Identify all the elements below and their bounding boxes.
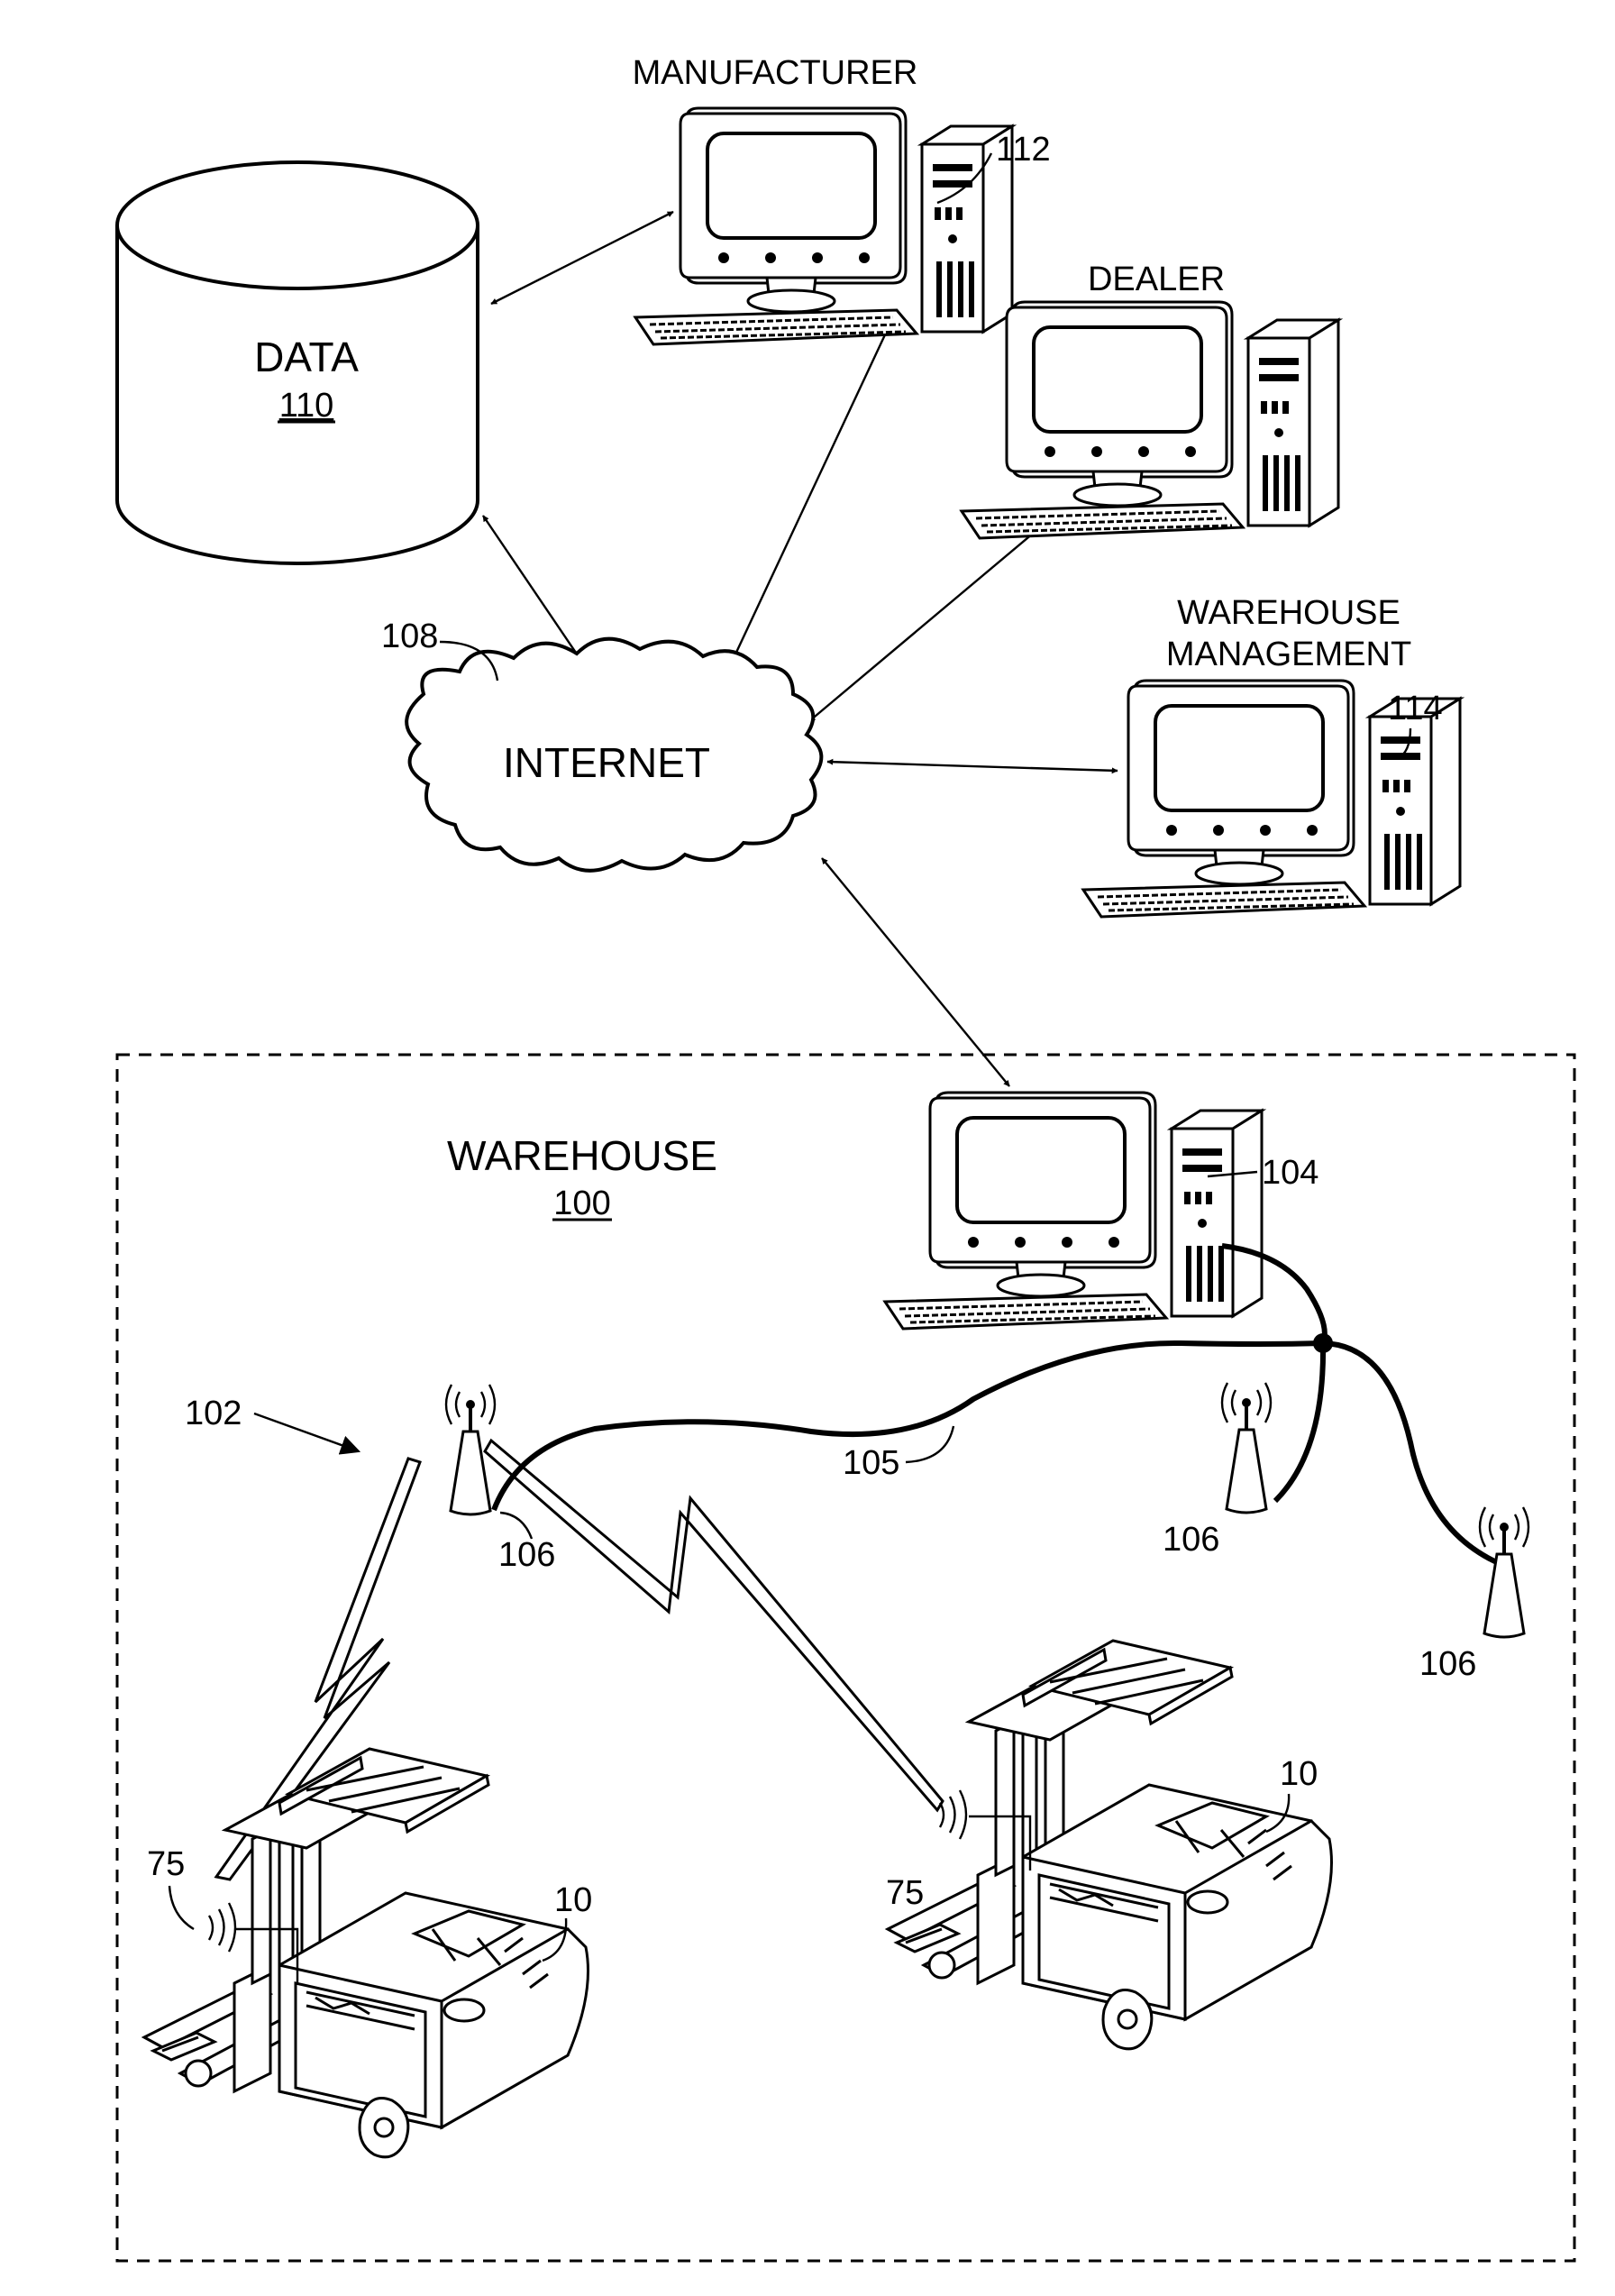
network-cable <box>494 1343 1323 1510</box>
warehouse-ref: 100 <box>553 1185 610 1222</box>
dealer-label: DEALER <box>1088 261 1225 298</box>
manufacturer-label: MANUFACTURER <box>633 54 918 92</box>
dealer-computer-icon <box>962 302 1338 538</box>
link-manufacturer-internet <box>721 316 894 685</box>
access-point-antenna-icon <box>1480 1507 1528 1637</box>
warehouse-management-label-line2: MANAGEMENT <box>1166 636 1411 673</box>
manufacturer-ref: 112 <box>996 131 1051 169</box>
cable-ref: 105 <box>843 1444 899 1482</box>
local-computer-icon <box>885 1093 1262 1329</box>
forklift-truck-icon <box>144 1749 589 2157</box>
access-point-ref-1: 106 <box>498 1536 555 1574</box>
data-label: DATA <box>254 334 359 380</box>
forklift-truck-icon <box>888 1641 1332 2049</box>
link-dealer-internet <box>809 509 1062 721</box>
radio-signal-icon <box>209 1903 235 1952</box>
access-point-antenna-icon <box>1222 1383 1271 1513</box>
wireless-network-ref: 102 <box>185 1395 242 1432</box>
link-internet-warehouse <box>822 858 1009 1086</box>
truck-ref-1: 10 <box>554 1881 592 1919</box>
truck-comm-ref-2: 75 <box>886 1874 924 1912</box>
lightning-link-icon <box>485 1441 943 1810</box>
manufacturer-computer-icon <box>635 108 1012 344</box>
internet-label: INTERNET <box>503 739 710 786</box>
link-data-manufacturer <box>491 212 673 304</box>
radio-signal-icon <box>940 1790 966 1839</box>
internet-ref: 108 <box>381 617 438 655</box>
data-ref: 110 <box>279 387 334 425</box>
wireless-network-arrow <box>254 1413 359 1451</box>
access-point-ref-3: 106 <box>1419 1645 1476 1683</box>
access-point-ref-2: 106 <box>1163 1521 1219 1559</box>
link-warehouse-management-internet <box>827 762 1118 771</box>
warehouse-management-label-line1: WAREHOUSE <box>1177 594 1401 632</box>
warehouse-label: WAREHOUSE <box>447 1132 717 1179</box>
truck-ref-2: 10 <box>1280 1755 1318 1793</box>
truck-comm-ref-1: 75 <box>147 1845 185 1883</box>
warehouse-management-ref: 114 <box>1388 690 1443 727</box>
local-computer-ref: 104 <box>1262 1154 1318 1192</box>
